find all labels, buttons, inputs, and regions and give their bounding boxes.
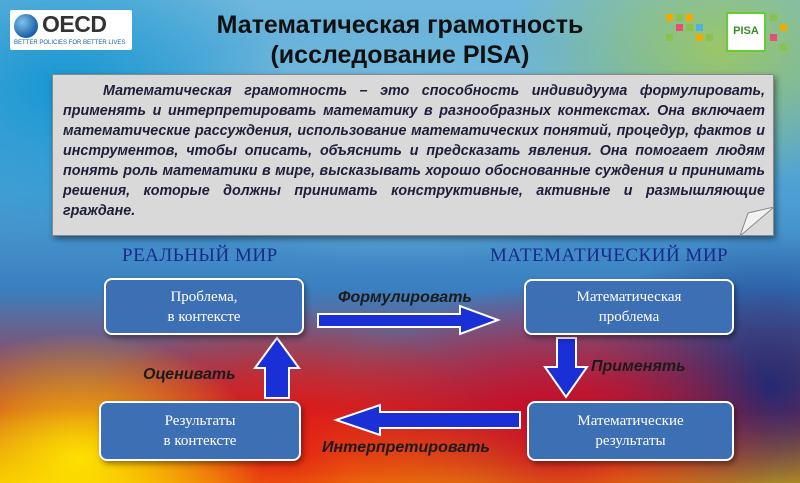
- pisa-logo: PISA: [666, 10, 790, 54]
- oecd-logo-name: OECD: [42, 11, 107, 37]
- evaluate-label: Оценивать: [143, 366, 236, 383]
- pisa-tile: [780, 44, 787, 51]
- pisa-tile: [666, 14, 673, 21]
- pisa-tile: [686, 24, 693, 31]
- box-line: Математические: [577, 413, 684, 429]
- page-title: Математическая грамотность (исследование…: [150, 10, 650, 70]
- math-results-box: Математические результаты: [527, 401, 734, 461]
- apply-label: Применять: [591, 358, 686, 375]
- box-line: проблема: [598, 309, 660, 325]
- problem-in-context-box: Проблема, в контексте: [104, 278, 304, 335]
- evaluate-arrow: [253, 336, 301, 399]
- results-in-context-box: Результаты в контексте: [99, 401, 301, 461]
- box-line: Результаты: [164, 413, 236, 429]
- pisa-tile: [666, 34, 673, 41]
- box-line: Математическая: [576, 289, 682, 305]
- pisa-tile: [686, 14, 693, 21]
- interpret-arrow: [332, 403, 521, 437]
- math-world-label: МАТЕМАТИЧЕСКИЙ МИР: [490, 245, 729, 266]
- formulate-arrow: [317, 304, 501, 336]
- box-line: в контексте: [167, 308, 241, 325]
- real-world-label: РЕАЛЬНЫЙ МИР: [122, 245, 278, 266]
- oecd-logo-tagline: BETTER POLICIES FOR BETTER LIVES: [14, 40, 126, 46]
- math-problem-box: Математическая проблема: [524, 279, 734, 335]
- interpret-label: Интерпретировать: [322, 439, 490, 456]
- pisa-tile: [770, 14, 777, 21]
- pisa-tile: [696, 24, 703, 31]
- box-line: в контексте: [163, 433, 237, 449]
- globe-icon: [14, 14, 38, 38]
- pisa-tile: [780, 24, 787, 31]
- box-line: результаты: [595, 433, 666, 449]
- pisa-tile: [676, 14, 683, 21]
- pisa-tile: [770, 34, 777, 41]
- title-line-2: (исследование PISA): [270, 41, 530, 69]
- formulate-label: Формулировать: [338, 289, 472, 306]
- apply-arrow: [543, 337, 589, 399]
- page-fold-corner: [740, 207, 774, 236]
- definition-text: Математическая грамотность – это способн…: [52, 74, 774, 236]
- pisa-tile: [676, 24, 683, 31]
- box-line: Проблема,: [170, 288, 238, 305]
- pisa-tile: [706, 34, 713, 41]
- pisa-logo-card: PISA: [726, 12, 766, 52]
- title-line-1: Математическая грамотность: [216, 11, 584, 39]
- oecd-logo: OECD BETTER POLICIES FOR BETTER LIVES: [10, 10, 132, 50]
- pisa-tile: [696, 34, 703, 41]
